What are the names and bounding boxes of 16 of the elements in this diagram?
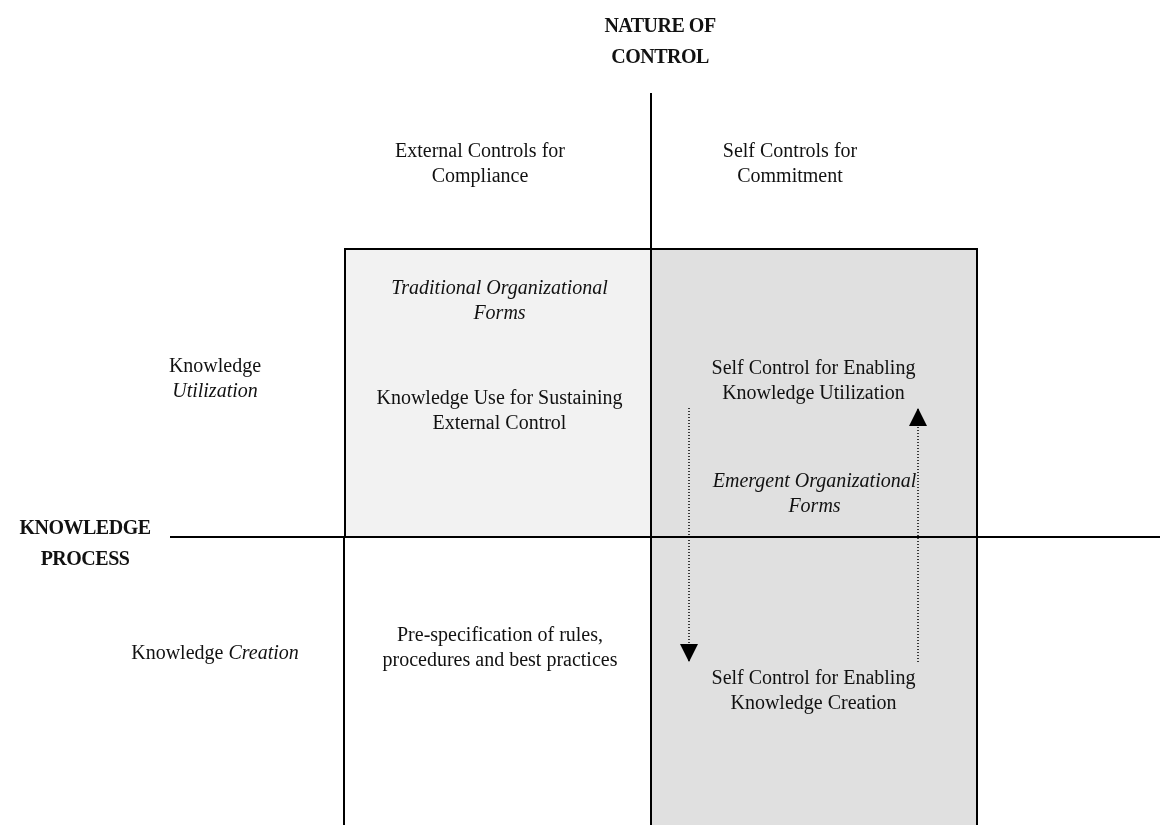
dotted-arrow bbox=[680, 407, 698, 663]
axis-title: KNOWLEDGE PROCESS bbox=[18, 515, 152, 571]
quadrant-text: Pre-specification of rules, procedures and best practices bbox=[381, 622, 619, 672]
column-heading: External Controls for Compliance bbox=[394, 138, 566, 188]
row-heading: Knowledge Utilization bbox=[167, 353, 263, 403]
quadrant-heading: Traditional Organizational Forms bbox=[390, 275, 609, 325]
quadrant-panel bbox=[651, 248, 978, 825]
axis-title: NATURE OF CONTROL bbox=[603, 13, 717, 69]
quadrant-text: Self Control for Enabling Knowledge Utilization bbox=[710, 355, 917, 405]
quadrant-heading: Emergent Organizational Forms bbox=[711, 468, 918, 518]
column-heading: Self Controls for Commitment bbox=[721, 138, 859, 188]
quadrant-text: Knowledge Use for Sustaining External Control bbox=[375, 385, 624, 435]
quadrant-text: Self Control for Enabling Knowledge Creation bbox=[710, 665, 917, 715]
row-heading: Knowledge Creation bbox=[130, 640, 300, 665]
dotted-arrow bbox=[909, 407, 927, 663]
quadrant-panel bbox=[344, 248, 651, 537]
